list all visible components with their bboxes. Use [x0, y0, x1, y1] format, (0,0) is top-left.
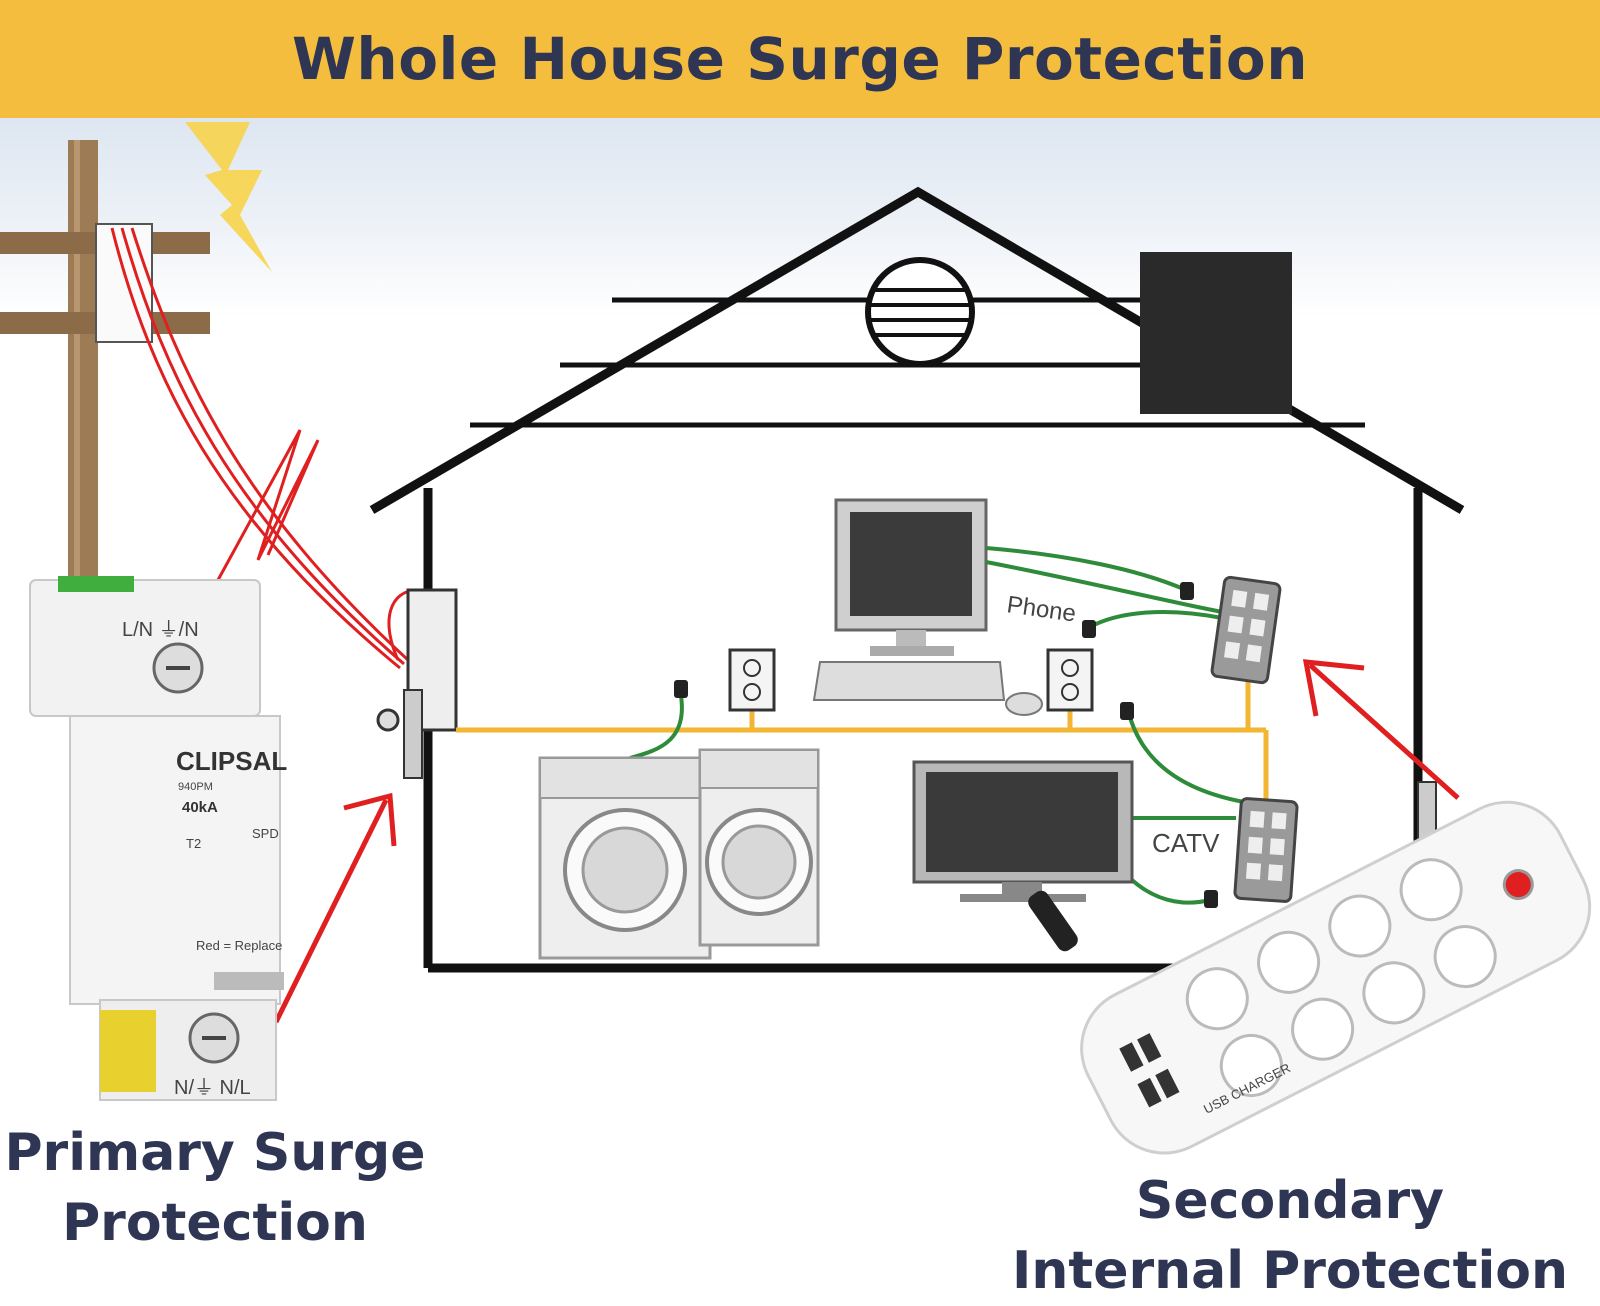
- spd-brand: CLIPSAL: [176, 746, 287, 776]
- power-wiring: [456, 680, 1269, 800]
- spd-model: 940PM: [178, 781, 213, 793]
- spd-device: L/N ⏚/N CLIPSAL 940PM 40kA T2 SPD Red = …: [29, 576, 287, 1101]
- power-board-socket-icon: [1185, 858, 1497, 1097]
- spd-rating: 40kA: [182, 799, 218, 816]
- secondary-caption-line2: Internal Protection: [1011, 1241, 1569, 1301]
- wall-outlet-icon: [728, 648, 776, 712]
- remote-control-icon: [1028, 890, 1078, 952]
- primary-caption-line1: Primary Surge: [4, 1123, 426, 1183]
- keyboard-icon: [812, 661, 1006, 701]
- secondary-caption: Secondary Internal Protection: [990, 1166, 1590, 1306]
- page-title: Whole House Surge Protection: [291, 25, 1309, 93]
- title-banner: Whole House Surge Protection: [0, 0, 1600, 118]
- sky-background: [0, 118, 1600, 318]
- surge-protector-outlet-icon: [1233, 797, 1299, 903]
- arrow-secondary-icon: [1302, 659, 1460, 800]
- television-icon: [912, 760, 1134, 902]
- lightning-bolt-icon: [185, 122, 272, 272]
- utility-pole: [0, 140, 210, 580]
- meter-box: [376, 588, 1437, 841]
- power-switch-icon: [1502, 869, 1534, 901]
- mouse-icon: [1005, 692, 1043, 716]
- spd-label: SPD: [252, 826, 279, 841]
- chimney: [1140, 252, 1292, 414]
- spd-top-terminals: L/N ⏚/N: [122, 619, 199, 641]
- attic-vent-icon: [865, 257, 975, 367]
- surge-protector-outlet-icon: [1210, 575, 1282, 685]
- usb-port-icon: [1119, 1033, 1180, 1108]
- arrow-primary-icon: [273, 792, 397, 1024]
- catv-label: CATV: [1152, 828, 1220, 858]
- spd-indicator-note: Red = Replace: [196, 938, 282, 953]
- wall-outlet-icon: [1046, 648, 1094, 712]
- washing-machine-icon: [538, 756, 712, 960]
- primary-caption: Primary Surge Protection: [0, 1118, 430, 1258]
- secondary-caption-line1: Secondary: [1135, 1171, 1445, 1231]
- cable-plug-icon: [674, 582, 1218, 908]
- power-board: USB CHARGER: [1080, 800, 1592, 1155]
- data-cables: [629, 546, 1245, 905]
- spd-type: T2: [186, 836, 201, 851]
- spd-bottom-terminals: N/⏚ N/L: [174, 1077, 251, 1099]
- primary-caption-line2: Protection: [62, 1193, 368, 1253]
- clothes-dryer-icon: [698, 748, 820, 947]
- computer-monitor-icon: [834, 498, 988, 656]
- phone-label: Phone: [1005, 591, 1077, 627]
